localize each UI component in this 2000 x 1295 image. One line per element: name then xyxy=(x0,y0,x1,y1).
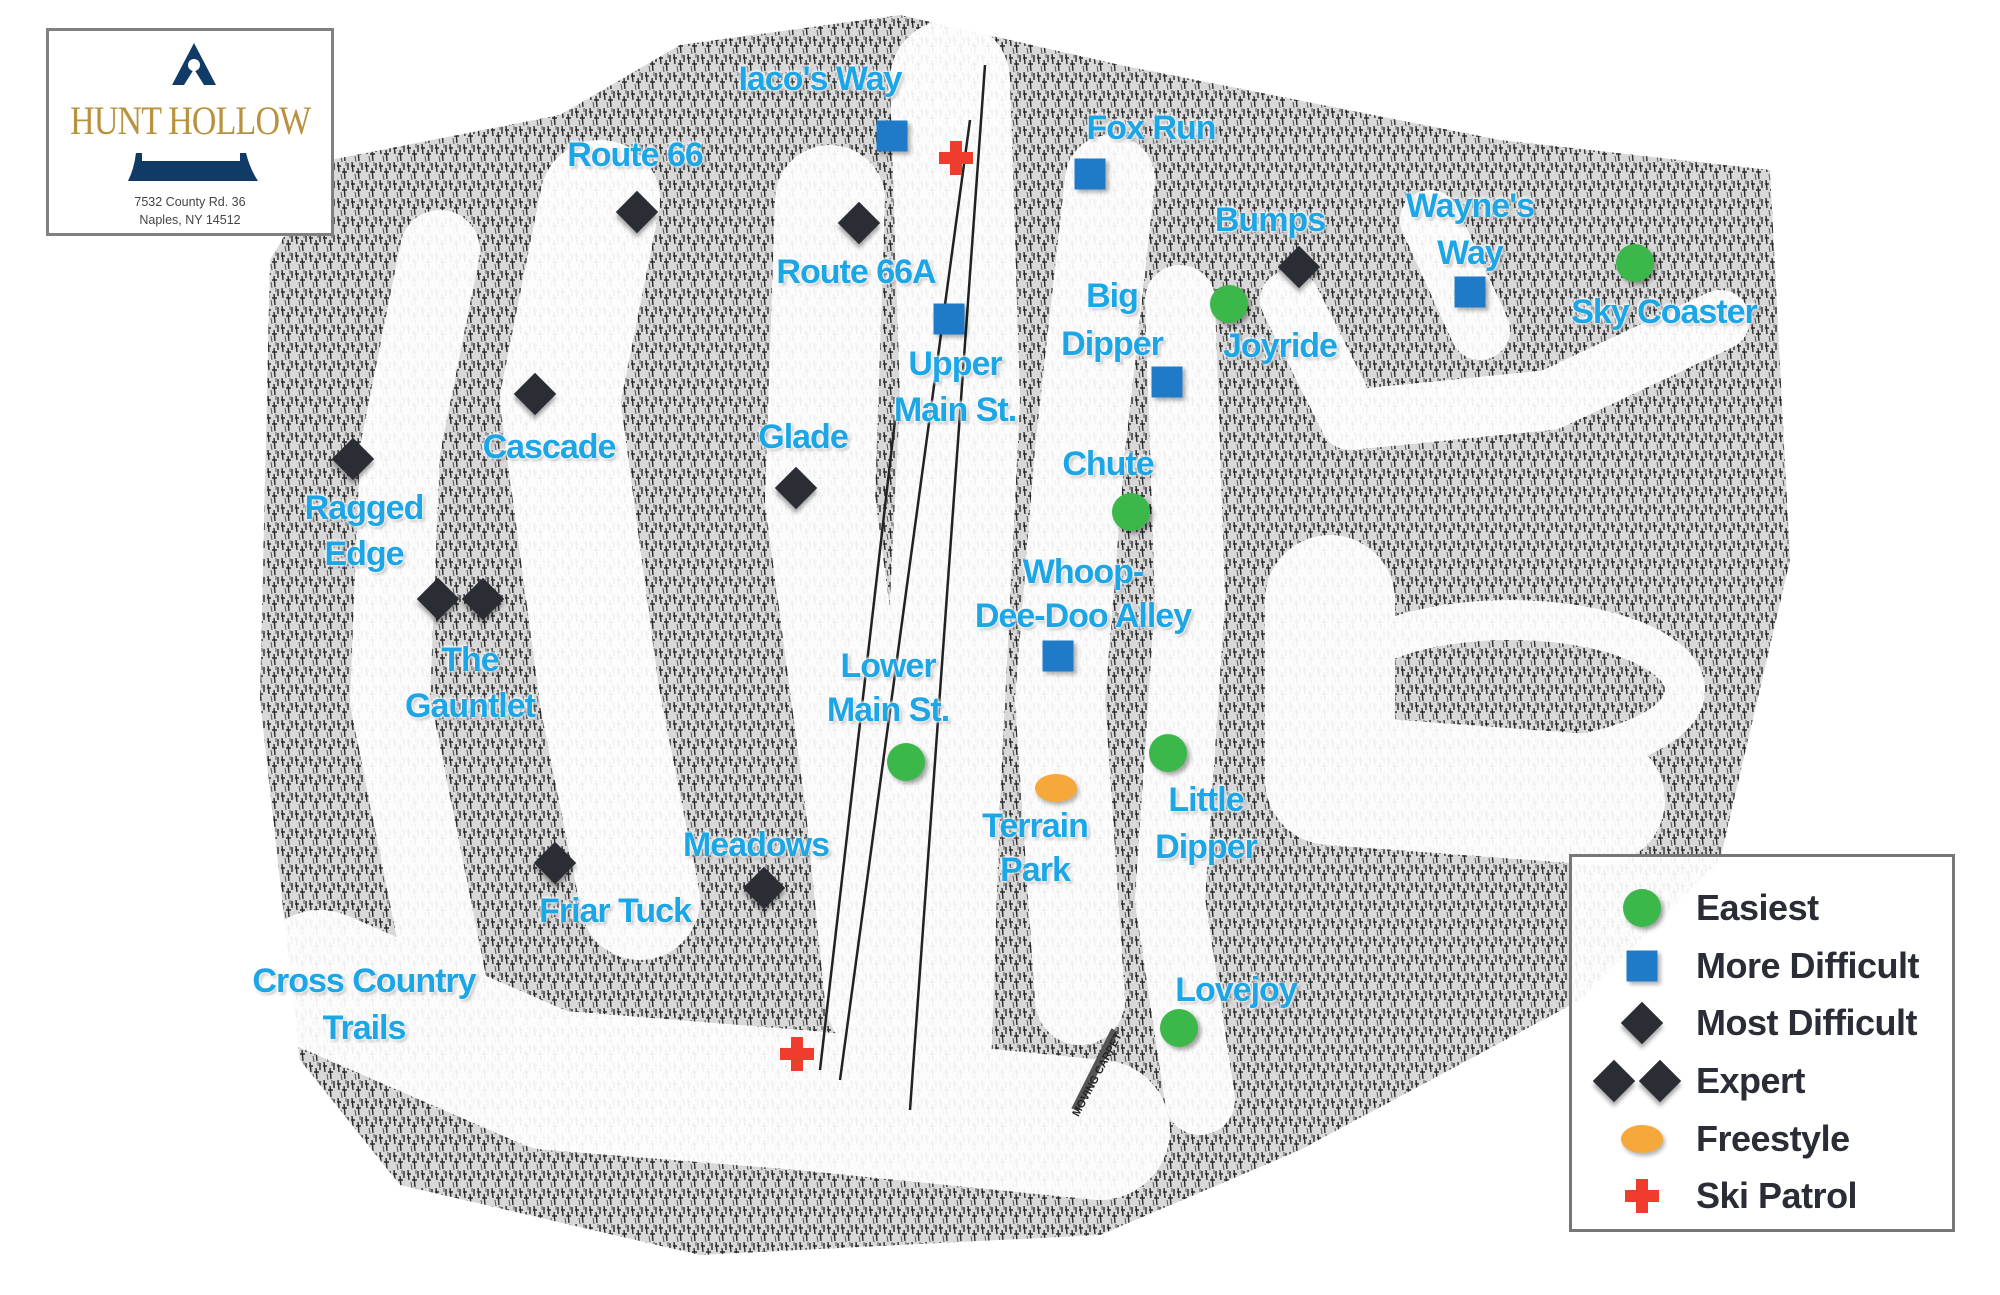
legend-item-ski-patrol: Ski Patrol xyxy=(1572,1171,1952,1221)
legend-label: Most Difficult xyxy=(1696,1002,1917,1043)
legend-label: Freestyle xyxy=(1696,1118,1850,1159)
easiest-circle-icon xyxy=(1210,285,1248,323)
trail-label-friar-tuck: Friar Tuck xyxy=(539,892,692,930)
legend-item-more-difficult: More Difficult xyxy=(1572,941,1952,991)
more-difficult-square-icon xyxy=(876,120,908,152)
trail-label-whoop-dee-doo: Whoop- xyxy=(1022,553,1144,591)
trail-label-meadows: Meadows xyxy=(682,826,830,864)
legend-item-freestyle: Freestyle xyxy=(1572,1114,1952,1164)
trail-label-ragged-edge: Ragged xyxy=(304,489,425,527)
legend: Easiest More Difficult Most Difficult Ex… xyxy=(1569,854,1955,1232)
trail-label-bumps: Bumps xyxy=(1214,201,1326,239)
trail-label-terrain-park: Park xyxy=(1000,851,1071,889)
trail-label-fox-run: Fox Run xyxy=(1086,109,1217,147)
trail-label-lower-main: Main St. xyxy=(826,691,950,729)
ski-patrol-cross-icon xyxy=(780,1037,814,1071)
more-difficult-square-icon xyxy=(1074,158,1106,190)
expert-diamond-icon xyxy=(1592,1059,1636,1103)
trail-label-waynes-way: Wayne's xyxy=(1405,187,1535,225)
logo-address-line1: 7532 County Rd. 36 xyxy=(134,195,246,209)
trail-label-joyride: Joyride xyxy=(1223,327,1338,365)
most-difficult-diamond-icon xyxy=(1620,1001,1664,1045)
freestyle-oval-icon xyxy=(1621,1125,1663,1153)
legend-label: Expert xyxy=(1696,1060,1806,1101)
trail-label-cascade: Cascade xyxy=(482,428,617,466)
trail-label-cross-country: Trails xyxy=(322,1009,407,1047)
logo-base-icon xyxy=(128,153,258,181)
trail-label-whoop-dee-doo: Dee-Doo Alley xyxy=(974,597,1192,635)
freestyle-oval-icon xyxy=(1035,774,1077,802)
legend-item-easiest: Easiest xyxy=(1572,883,1952,933)
trail-label-iacos-way: Iaco's Way xyxy=(738,60,902,98)
easiest-circle-icon xyxy=(1149,734,1187,772)
more-difficult-square-icon xyxy=(1454,276,1486,308)
ski-patrol-cross-icon xyxy=(1625,1179,1659,1213)
trail-label-ragged-edge: Edge xyxy=(324,535,404,573)
logo-address-line2: Naples, NY 14512 xyxy=(139,213,241,227)
trail-label-upper-main: Upper xyxy=(908,345,1002,383)
trail-label-lovejoy: Lovejoy xyxy=(1175,971,1297,1009)
legend-item-most-difficult: Most Difficult xyxy=(1572,998,1952,1048)
ski-patrol-cross-icon xyxy=(939,141,973,175)
trail-label-glade: Glade xyxy=(758,418,848,456)
easiest-circle-icon xyxy=(887,743,925,781)
more-difficult-square-icon xyxy=(933,303,965,335)
trail-label-route-66: Route 66 xyxy=(567,136,704,174)
trail-label-upper-main: Main St. xyxy=(893,391,1017,429)
trail-label-terrain-park: Terrain xyxy=(982,807,1089,845)
trail-label-little-dipper: Dipper xyxy=(1155,828,1258,866)
trail-label-little-dipper: Little xyxy=(1168,781,1244,819)
trail-label-waynes-way: Way xyxy=(1437,234,1504,272)
easiest-circle-icon xyxy=(1623,889,1661,927)
hunt-hollow-logo: HUNT HOLLOW 7532 County Rd. 36 Naples, N… xyxy=(46,28,334,236)
logo-name: HUNT HOLLOW xyxy=(70,98,311,143)
easiest-circle-icon xyxy=(1616,244,1654,282)
logo-peak-icon xyxy=(172,43,216,85)
trail-label-cross-country: Cross Country xyxy=(252,962,476,1000)
legend-label: Easiest xyxy=(1696,887,1819,928)
trail-label-sky-coaster: Sky Coaster xyxy=(1571,293,1758,331)
ski-trails xyxy=(250,20,1750,1200)
trail-label-big-dipper: Big xyxy=(1086,277,1139,315)
more-difficult-square-icon xyxy=(1042,640,1074,672)
legend-label: Ski Patrol xyxy=(1696,1175,1858,1216)
more-difficult-square-icon xyxy=(1626,950,1658,982)
chairlift-lines xyxy=(818,64,987,1111)
trail-label-route-66a: Route 66A xyxy=(776,253,936,291)
trail-label-gauntlet: The xyxy=(441,641,499,679)
expert-diamond-icon xyxy=(1638,1059,1682,1103)
moving-carpet-line xyxy=(1071,1028,1119,1112)
legend-item-expert: Expert xyxy=(1572,1056,1952,1106)
trail-label-big-dipper: Dipper xyxy=(1061,325,1164,363)
trail-label-chute: Chute xyxy=(1062,445,1154,483)
easiest-circle-icon xyxy=(1112,493,1150,531)
more-difficult-square-icon xyxy=(1151,366,1183,398)
trail-label-gauntlet: Gauntlet xyxy=(405,687,536,725)
easiest-circle-icon xyxy=(1160,1009,1198,1047)
trail-label-lower-main: Lower xyxy=(840,647,936,685)
legend-label: More Difficult xyxy=(1696,945,1920,986)
